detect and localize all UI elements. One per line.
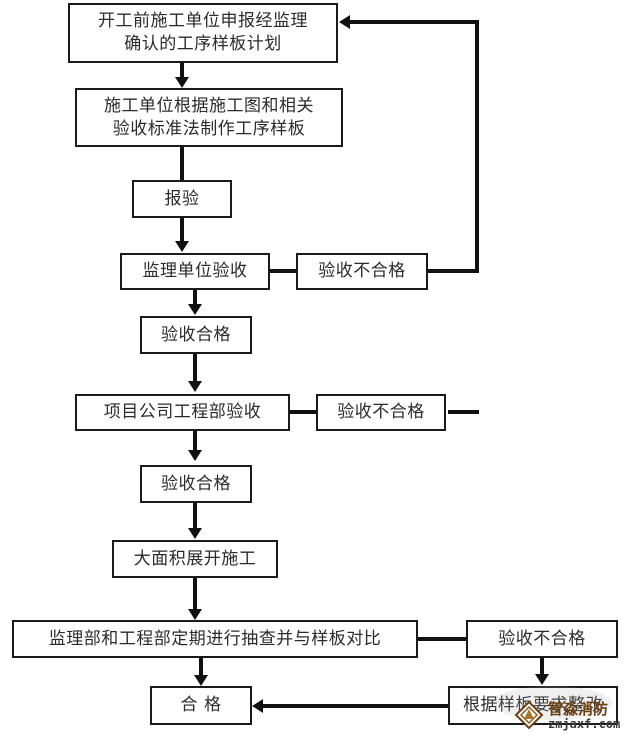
connector-apply-to-make <box>180 63 184 79</box>
flow-node-large-scale-construction[interactable]: 大面积展开施工 <box>112 540 278 578</box>
connector-pass-to-construction <box>193 503 197 529</box>
arrowhead-supervisor-to-pass <box>188 304 202 315</box>
arrowhead-project-company-to-pass <box>188 450 202 461</box>
arrowhead-submit-to-supervisor <box>175 241 189 252</box>
arrowhead-fail-to-rectify <box>535 674 549 685</box>
flow-node-project-company-acceptance[interactable]: 项目公司工程部验收 <box>75 394 290 431</box>
flow-node-fail-project-company[interactable]: 验收不合格 <box>316 394 446 431</box>
connector-submit-to-supervisor <box>180 218 184 242</box>
flow-node-pass-project-company[interactable]: 验收合格 <box>140 465 252 503</box>
flow-node-label: 验收合格 <box>161 473 231 494</box>
flow-node-label: 项目公司工程部验收 <box>103 402 262 423</box>
connector-construction-to-spot-check <box>193 578 197 610</box>
flow-node-label: 验收不合格 <box>318 261 406 282</box>
connector-supervisor-to-pass <box>193 290 197 305</box>
flow-node-fail-supervisor[interactable]: 验收不合格 <box>296 253 428 290</box>
flow-node-periodic-spot-check[interactable]: 监理部和工程部定期进行抽查并与样板对比 <box>12 620 418 658</box>
flow-node-label: 监理部和工程部定期进行抽查并与样板对比 <box>48 628 382 649</box>
connector-spot-check-to-qualified <box>199 658 203 676</box>
flow-node-rectify-per-template[interactable]: 根据样板要求整改 <box>448 686 618 725</box>
flow-node-submit-inspection[interactable]: 报验 <box>132 180 232 218</box>
connector-make-to-submit <box>180 147 184 180</box>
flow-node-supervisor-acceptance[interactable]: 监理单位验收 <box>120 253 270 290</box>
connector-fail-supervisor-to-bus <box>428 269 479 273</box>
connector-right-feedback-bus <box>475 20 479 273</box>
flow-node-label: 合 格 <box>180 695 222 716</box>
flow-node-label: 根据样板要求整改 <box>463 695 603 716</box>
flow-node-label: 报验 <box>164 188 200 209</box>
flow-node-label: 验收不合格 <box>498 628 586 649</box>
flow-node-make-template[interactable]: 施工单位根据施工图和相关 验收标准法制作工序样板 <box>75 88 343 147</box>
flow-node-label: 开工前施工单位申报经监理 确认的工序样板计划 <box>98 11 308 54</box>
flow-node-label: 监理单位验收 <box>142 261 248 282</box>
connector-project-company-to-fail <box>290 410 316 414</box>
flow-node-label: 验收合格 <box>161 324 231 345</box>
connector-pass-to-project-company <box>193 354 197 381</box>
flow-node-fail-spot-check[interactable]: 验收不合格 <box>466 620 618 658</box>
connector-fail-project-company-to-bus <box>448 410 479 414</box>
arrowhead-pass-to-construction <box>188 528 202 539</box>
connector-return-to-apply <box>350 20 479 24</box>
flow-node-qualified[interactable]: 合 格 <box>150 686 252 725</box>
flow-node-label: 验收不合格 <box>337 402 425 423</box>
flow-node-label: 施工单位根据施工图和相关 验收标准法制作工序样板 <box>104 95 314 139</box>
flow-node-pass-supervisor[interactable]: 验收合格 <box>140 316 252 354</box>
arrowhead-pass-to-project-company <box>188 381 202 392</box>
flow-node-apply-template-plan[interactable]: 开工前施工单位申报经监理 确认的工序样板计划 <box>68 3 338 63</box>
connector-rectify-to-qualified <box>263 704 448 708</box>
arrowhead-return-to-apply <box>339 15 350 29</box>
arrowhead-rectify-to-qualified <box>252 699 263 713</box>
arrowhead-apply-to-make <box>175 77 189 88</box>
connector-project-company-to-pass <box>193 431 197 451</box>
connector-spot-check-to-fail <box>418 637 466 641</box>
connector-supervisor-to-fail <box>270 269 296 273</box>
connector-fail-to-rectify <box>540 658 544 675</box>
flow-node-label: 大面积展开施工 <box>133 548 257 569</box>
arrowhead-spot-check-to-qualified <box>194 675 208 686</box>
arrowhead-construction-to-spot-check <box>188 609 202 620</box>
